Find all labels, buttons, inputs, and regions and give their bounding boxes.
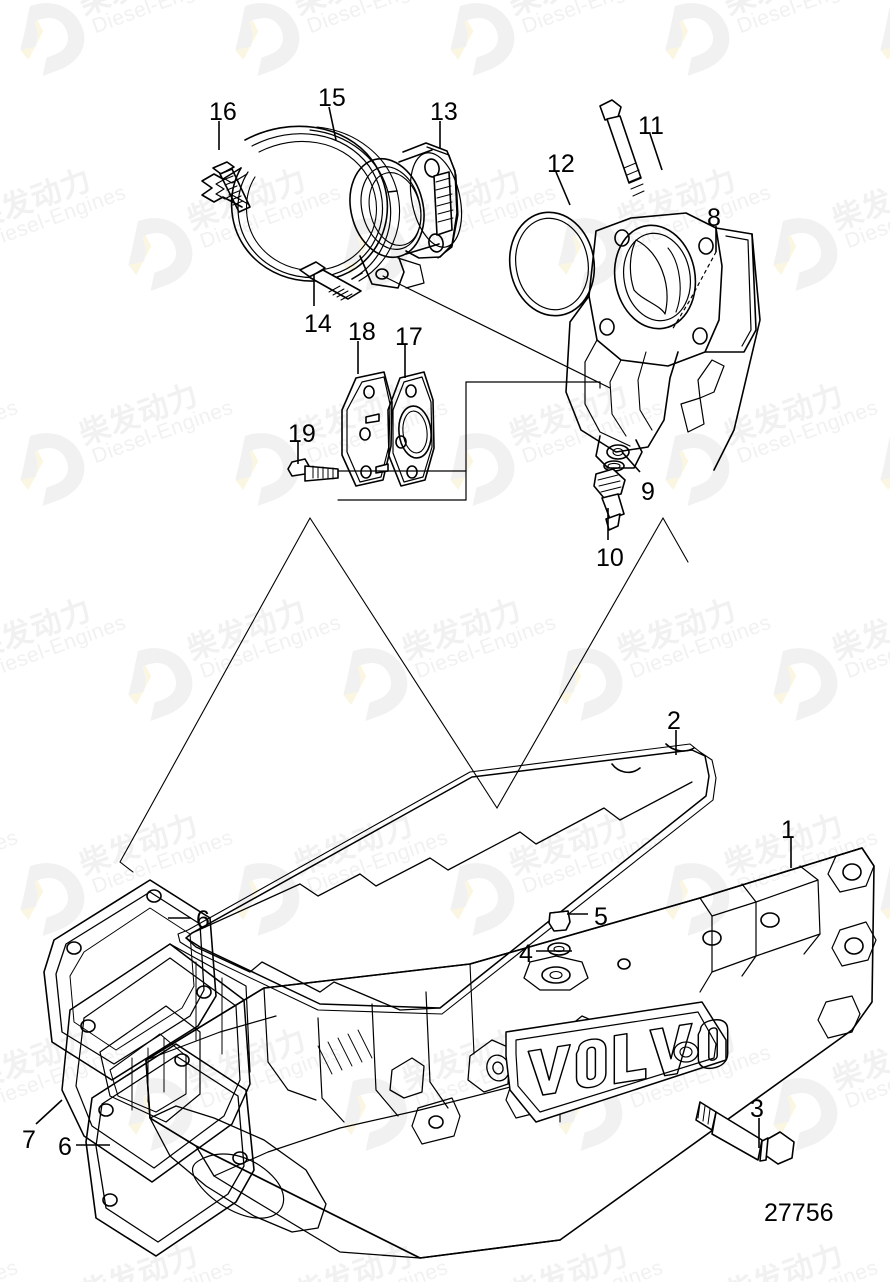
- part-19-flange-bolt-short: [287, 458, 339, 482]
- callout-8: 8: [707, 204, 721, 232]
- callout-3: 3: [750, 1095, 764, 1123]
- leader-line-11: [649, 133, 663, 171]
- callout-10: 10: [596, 544, 624, 572]
- manifold-boss: [523, 955, 589, 991]
- part-11-long-bolt: [599, 99, 645, 197]
- leader-line-9: [621, 451, 641, 473]
- callout-4: 4: [519, 940, 533, 968]
- part-3-flange-bolt-long: [695, 1101, 795, 1165]
- leader-line-15: [328, 106, 337, 141]
- callout-13: 13: [430, 98, 458, 126]
- part-12-o-ring-large: [508, 211, 596, 317]
- part-4-sealing-washer: [547, 942, 571, 956]
- part-2-manifold-gasket: [177, 743, 717, 1015]
- leader-line-7: [35, 1099, 63, 1125]
- part-8-throttle-body-housing: [565, 212, 761, 471]
- callout-11: 11: [638, 112, 664, 140]
- part-6-flange-gasket-lower: [85, 1043, 255, 1257]
- callout-6: 6: [196, 906, 210, 934]
- part-18-cover-plate: [341, 371, 393, 487]
- part-17-gasket-plate: [365, 371, 435, 487]
- part-6-flange-gasket-upper: [43, 879, 217, 1081]
- callout-19: 19: [288, 420, 316, 448]
- volvo-badge-plate: [505, 1001, 729, 1123]
- callout-18: 18: [348, 318, 376, 346]
- callout-2: 2: [667, 707, 681, 735]
- leader-line-12: [555, 171, 571, 206]
- callout-16: 16: [209, 98, 237, 126]
- callout-17: 17: [395, 323, 423, 351]
- callout-1: 1: [781, 816, 795, 844]
- part-5-plug: [548, 910, 571, 932]
- part-15-hose-clamp: [201, 125, 401, 282]
- figure-number: 27756: [764, 1199, 834, 1227]
- callout-15: 15: [318, 84, 346, 112]
- part-10-temperature-sensor: [593, 468, 626, 531]
- callout-14: 14: [304, 310, 332, 338]
- callout-5: 5: [594, 903, 608, 931]
- callout-12: 12: [547, 150, 575, 178]
- part-7-intake-elbow-housing: [61, 943, 251, 1183]
- callout-9: 9: [641, 478, 655, 506]
- callout-6b: 6: [58, 1133, 72, 1161]
- callout-leader-lines: [35, 106, 792, 1148]
- callout-7: 7: [22, 1126, 36, 1154]
- part-14-clamp-bolt: [299, 261, 362, 301]
